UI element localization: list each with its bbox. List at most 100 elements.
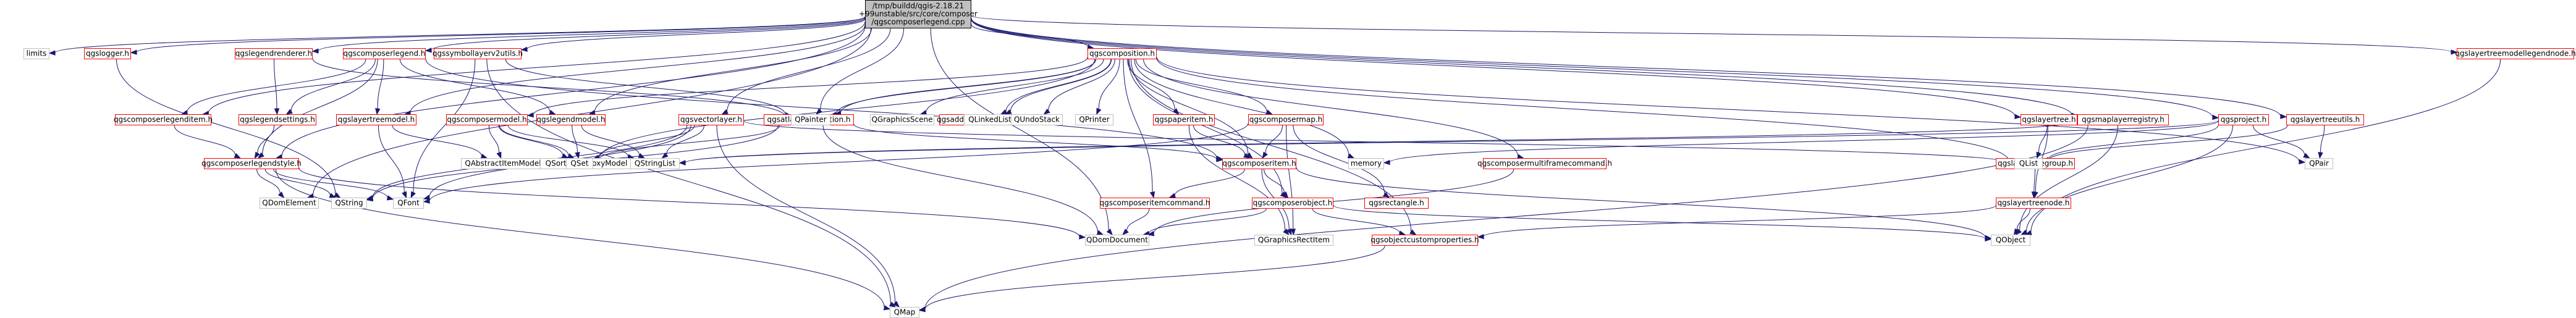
node-label: qgslayertreemodel.h [338,115,415,124]
node-root: /tmp/buildd/qgis-2.18.21+99unstable/src/… [859,0,978,28]
edge-qgsatlascomposition-to-qset [592,125,780,163]
edge-qgscomposerlegend-to-qgscomposerlegendstyle [257,59,378,159]
edge-qgscomposition-to-qgspaperitem [1126,59,1180,115]
edge-qgscomposition-to-qundostack [1043,59,1115,115]
node-qgslayertreemodellegendnode[interactable]: qgslayertreemodellegendnode.h [2455,48,2576,59]
edge-qgscomposition-to-qpair [1156,57,2306,165]
node-label: qgscomposeritem.h [1222,159,1296,168]
edge-qgspaperitem-to-qgscomposeritem [1193,125,1251,159]
edge-qgsproject-to-memory [1383,120,2219,165]
node-qgscomposition[interactable]: qgscomposition.h [1087,48,1157,59]
node-label: QPrinter [1079,115,1109,124]
edge-root-to-qgscomposerlegend [424,17,866,53]
edge-qgscomposition-to-memory [1134,59,1355,159]
edge-qgscomposermodel-to-qstringlist [507,125,635,159]
edge-qgscomposerlegend-to-qgslayertreemodel [375,59,384,115]
edge-qgscomposerlegendstyle-to-qmap [275,169,891,311]
edge-qgscomposermap-to-qfont [423,123,1249,204]
node-label: qgslegendmodel.h [536,115,605,124]
node-qgscomposermap[interactable]: qgscomposermap.h [1248,114,1324,125]
node-label: QDomElement [262,199,316,207]
edge-qgslegendmodel-to-qstringlist [581,125,645,159]
node-label: qgsproject.h [2221,115,2267,124]
node-label: qgsobjectcustomproperties.h [1370,236,1479,245]
node-qgslayertreenode[interactable]: qgslayertreenode.h [1996,198,2071,209]
edge-qgscomposition-to-qgsaddremoveitemcommand [1005,59,1112,115]
edge-root-to-qgscomposerlegendstyle [275,26,866,160]
node-label: qgslayertree.h [2022,115,2076,124]
node-qgscomposerlegend[interactable]: qgscomposerlegend.h [343,48,426,59]
node-label: QList [2019,159,2038,168]
node-label: qgscomposerlegendstyle.h [201,159,302,168]
node-label: limits [27,49,47,58]
node-qgsproject[interactable]: qgsproject.h [2218,114,2269,125]
node-qgscomposerobject[interactable]: qgscomposerobject.h [1252,198,1333,209]
edge-qgsproject-to-qstringlist [678,120,2219,165]
node-qgslayertree[interactable]: qgslayertree.h [2021,114,2077,125]
node-qgspaperitem[interactable]: qgspaperitem.h [1153,114,1215,125]
edge-qgscomposition-to-qgscomposermultiframecommand [1143,59,1524,159]
node-limits: limits [23,48,49,59]
edge-qgspaperitem-to-qgraphicsrectitem [1188,125,1290,236]
node-label: /tmp/buildd/qgis-2.18.21 [872,2,964,10]
node-qgslegendrenderer[interactable]: qgslegendrenderer.h [235,48,313,59]
node-label: /qgscomposerlegend.cpp [871,18,965,27]
node-label: qgscomposerlegend.h [343,49,425,58]
edge-root-to-qgscomposerlegenditem [201,22,866,116]
node-qgslegendsettings[interactable]: qgslegendsettings.h [239,114,316,125]
edge-qgscomposition-to-qlinkedlist [1000,59,1112,115]
edge-qgscomposerlegendstyle-to-qfont [273,169,394,201]
node-label: QStringList [635,159,676,168]
edge-qgscomposerobject-to-qgsobjectcustomproperties [1312,208,1406,236]
node-qgscomposermodel[interactable]: qgscomposermodel.h [446,114,528,125]
edge-qgslogger-to-qstring [116,59,341,198]
node-label: QAbstractItemModel [465,159,541,168]
node-qlinkedlist: QLinkedList [964,114,1016,125]
node-qgsmaplayerregistry[interactable]: qgsmaplayerregistry.h [2077,114,2169,125]
edge-qgscomposition-to-qprinter [1096,59,1120,115]
node-qgsvectorlayer[interactable]: qgsvectorlayer.h [678,114,744,125]
edge-qgscomposition-to-qgscomposeritemcommand [1123,59,1155,199]
node-qgscomposeritemcommand[interactable]: qgscomposeritemcommand.h [1099,198,1210,209]
node-qgsobjectcustomproperties[interactable]: qgsobjectcustomproperties.h [1370,235,1479,246]
node-qgscomposerlegendstyle[interactable]: qgscomposerlegendstyle.h [201,158,302,169]
node-qgscomposerlegenditem[interactable]: qgscomposerlegenditem.h [114,114,213,125]
edge-root-to-qgssymbollayerv2utils [520,19,866,52]
edge-qgsproject-to-qobject [2021,125,2234,235]
node-label: QFont [397,199,420,207]
node-qgslegendmodel[interactable]: qgslegendmodel.h [536,114,606,125]
node-qgscomposermultiframecommand[interactable]: qgscomposermultiframecommand.h [1477,158,1612,169]
edge-root-to-qgslayertreeutils [971,18,2287,119]
node-qgslayertreeutils[interactable]: qgslayertreeutils.h [2286,114,2364,125]
edge-qgscomposerlegenditem-to-qgscomposerlegendstyle [174,125,242,159]
edge-root-to-qdomdocument [930,28,1113,236]
edge-qgslayertreemodel-to-qabstractitemmodel [392,125,488,159]
node-label: QDomDocument [1086,236,1148,245]
edge-qgsatlascomposition-to-qgscomposeritem [853,123,1223,162]
node-qprinter: QPrinter [1075,114,1113,125]
node-qstringlist: QStringList [630,158,680,169]
node-label: QGraphicsRectItem [1258,236,1330,245]
node-label: QSet [570,159,588,168]
edge-qgscomposerlegend-to-qgslegendmodel [399,59,556,115]
edge-qgslayertreegroup-to-qgslayertreenode [2031,169,2037,199]
node-label: QPainter [795,115,827,124]
node-label: QLinkedList [968,115,1011,124]
node-qpainter: QPainter [791,114,830,125]
node-qgssymbollayerv2utils[interactable]: qgssymbollayerv2utils.h [433,48,523,59]
node-label: memory [1351,159,1382,168]
node-qobject: QObject [1991,235,2030,246]
edge-root-to-limits [48,16,866,56]
node-qgscomposeritem[interactable]: qgscomposeritem.h [1222,158,1296,169]
edge-qgscomposerlegendstyle-to-qstring [264,169,337,198]
node-label: qgsmaplayerregistry.h [2082,115,2164,124]
node-qgslogger[interactable]: qgslogger.h [84,48,131,59]
edge-root-to-qgslayertree [971,19,2022,120]
node-qdomdocument: QDomDocument [1085,235,1149,246]
node-label: qgscomposermap.h [1249,115,1323,124]
edge-qgscomposition-to-qgscomposermodel [526,57,1088,118]
edge-qgslayertreenode-to-qgsobjectcustomproperties [1477,205,1996,240]
node-qgsrectangle[interactable]: qgsrectangle.h [1364,198,1429,209]
node-qgslayertreemodel[interactable]: qgslayertreemodel.h [336,114,416,125]
edge-qgsmaplayerregistry-to-qmap [918,125,2088,312]
